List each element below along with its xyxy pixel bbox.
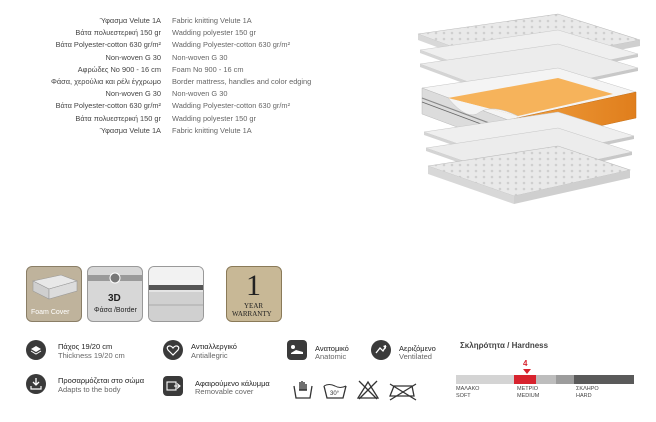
antiallergic-greek: Αντιαλλεργικό [191, 342, 237, 351]
foam-cover-thumb: Foam Cover [26, 266, 82, 322]
hardness-value: 4 [523, 359, 528, 368]
care-symbols: 30° [293, 380, 417, 401]
medium-greek: ΜΕΤΡΙΟ [517, 386, 539, 392]
quilt-fabric-icon [149, 267, 203, 321]
layer-row: Βάτα πολυεστερική 150 gr Wadding polyest… [0, 27, 656, 39]
heart-icon [163, 340, 183, 360]
antiallergic-english: Antiallegric [191, 351, 228, 360]
thickness-greek: Πάχος 19/20 cm [58, 342, 113, 351]
anatomic-greek: Ανατομικό [315, 344, 349, 353]
layer-english: Border mattress, handles and color edgin… [172, 77, 312, 86]
cover-arrow-icon [163, 376, 183, 396]
hardness-segment-soft [456, 375, 514, 384]
warranty-thumb: 1 YEAR WARRANTY [226, 266, 282, 322]
removable-english: Removable cover [195, 387, 254, 396]
hardness-title: Σκληρότητα / Hardness [460, 341, 549, 350]
airflow-icon [371, 340, 391, 360]
layer-row: Ύφασμα Velute 1A Fabric knitting Velute … [0, 15, 656, 27]
hardness-pointer-icon [523, 369, 531, 374]
layer-row: Βάτα Polyester-cotton 630 gr/m² Wadding … [0, 39, 656, 51]
medium-english: MEDIUM [517, 393, 540, 399]
no-iron-icon [389, 383, 417, 401]
layer-greek: Non-woven G 30 [105, 89, 161, 99]
layer-greek: Βάτα πολυεστερική 150 gr [75, 28, 161, 38]
hard-greek: ΣΚΛΗΡΟ [576, 386, 599, 392]
layer-greek: Non-woven G 30 [105, 52, 161, 62]
layer-greek: Ύφασμα Velute 1A [99, 125, 161, 135]
layer-greek: Φάσα, χερούλια και ρέλι έγχρωμο [51, 77, 161, 86]
soft-greek: ΜΑΛΑΚΟ [456, 386, 480, 392]
download-tray-icon [26, 374, 46, 394]
foam-block-icon [32, 274, 78, 300]
border-label: Φάσα /Border [94, 307, 137, 314]
layer-row: Φάσα, χερούλια και ρέλι έγχρωμο Border m… [0, 76, 656, 88]
layers-icon [26, 340, 46, 360]
layer-english: Non-woven G 30 [172, 52, 228, 62]
wash-30-icon: 30° [323, 384, 347, 399]
reclining-person-icon [287, 340, 307, 360]
wash-temp-text: 30° [330, 391, 340, 397]
layer-english: Fabric knitting Velute 1A [172, 16, 252, 25]
no-bleach-icon [356, 380, 380, 400]
foam-cover-label: Foam Cover [31, 309, 70, 316]
layer-english: Fabric knitting Velute 1A [172, 125, 252, 135]
hardness-segment-active [514, 375, 536, 384]
hand-wash-icon [293, 381, 313, 399]
removable-greek: Αφαιρούμενο κάλυμμα [195, 379, 270, 388]
border-3d-text: 3D [108, 293, 121, 304]
hardness-segment [556, 375, 574, 384]
layer-row: Non-woven G 30 Non-woven G 30 [0, 52, 656, 64]
layer-english: Foam No 900 - 16 cm [172, 64, 244, 74]
layer-greek: Βάτα πολυεστερική 150 gr [75, 113, 161, 123]
layer-english: Wadding Polyester-cotton 630 gr/m² [172, 101, 291, 111]
ventilated-greek: Αεριζόμενο [399, 344, 436, 353]
ventilated-english: Ventilated [399, 352, 432, 361]
quilt-fabric-thumb [148, 266, 204, 322]
layer-row: Βάτα Polyester-cotton 630 gr/m² Wadding … [0, 100, 656, 112]
layer-english: Non-woven G 30 [172, 89, 228, 99]
layer-english: Wadding polyester 150 gr [172, 28, 256, 38]
warranty-number: 1 [246, 269, 261, 302]
warranty-word: WARRANTY [232, 310, 272, 318]
layer-greek: Βάτα Polyester-cotton 630 gr/m² [55, 101, 161, 111]
layer-row: Αφρώδες No 900 - 16 cm Foam No 900 - 16 … [0, 64, 656, 76]
hard-english: HARD [576, 393, 592, 399]
layer-english: Wadding polyester 150 gr [172, 113, 256, 123]
adapts-english: Adapts to the body [58, 385, 121, 394]
hardness-segment [536, 375, 556, 384]
layer-greek: Βάτα Polyester-cotton 630 gr/m² [55, 40, 161, 50]
border-3d-thumb: 3D Φάσα /Border [87, 266, 143, 322]
warranty-year: YEAR [244, 302, 264, 310]
layer-greek: Ύφασμα Velute 1A [99, 16, 161, 25]
anatomic-english: Anatomic [315, 352, 347, 361]
mattress-layers-illustration [417, 13, 641, 204]
layer-greek: Αφρώδες No 900 - 16 cm [77, 64, 161, 74]
soft-english: SOFT [456, 393, 471, 399]
layer-english: Wadding Polyester-cotton 630 gr/m² [172, 40, 291, 50]
hardness-segment-hard [574, 375, 634, 384]
layer-row: Non-woven G 30 Non-woven G 30 [0, 88, 656, 100]
layer-row: Βάτα πολυεστερική 150 gr Wadding polyest… [0, 113, 656, 125]
thickness-english: Thickness 19/20 cm [58, 351, 125, 360]
border-zip-icon [88, 272, 142, 284]
layer-row: Ύφασμα Velute 1A Fabric knitting Velute … [0, 125, 656, 137]
adapts-greek: Προσαρμόζεται στο σώμα [58, 376, 145, 385]
